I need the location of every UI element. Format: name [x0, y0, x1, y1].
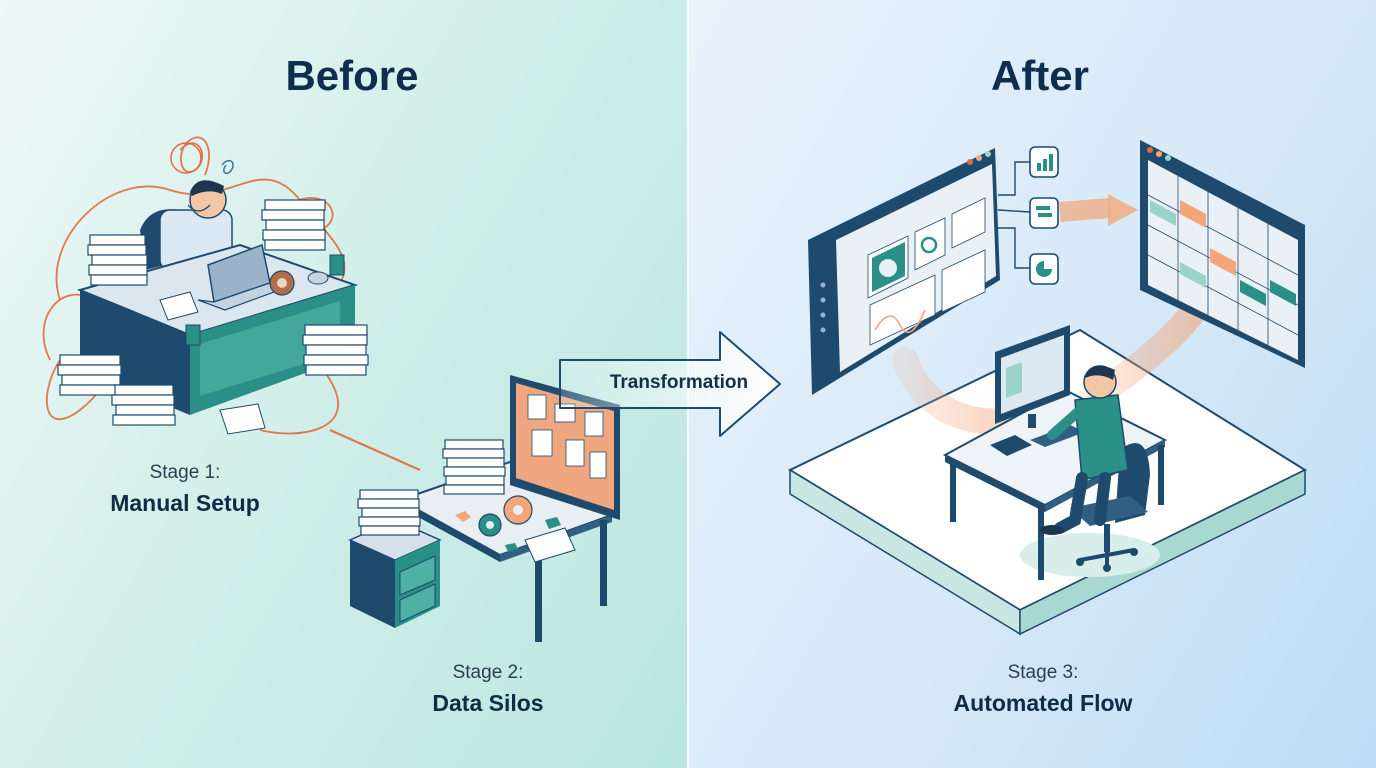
manual-setup-scene	[42, 136, 421, 472]
data-silos-scene	[348, 375, 620, 642]
stage-3-name: Automated Flow	[953, 690, 1133, 716]
stage-1-number: Stage 1:	[149, 462, 221, 483]
transformation-arrow	[559, 331, 781, 437]
after-heading: After	[990, 52, 1089, 99]
stage-1-name: Manual Setup	[110, 490, 260, 516]
paper-stack	[57, 199, 369, 426]
stage-1-label: Stage 1: Manual Setup	[35, 462, 335, 517]
stage-2-name: Data Silos	[432, 690, 544, 716]
before-heading: Before	[285, 52, 419, 99]
transformation-label: Transformation	[609, 372, 749, 393]
stage-2-number: Stage 2:	[452, 662, 524, 683]
automated-flow-scene	[787, 140, 1308, 636]
stage-3-number: Stage 3:	[1007, 662, 1079, 683]
stage-2-label: Stage 2: Data Silos	[338, 662, 638, 717]
stage-3-label: Stage 3: Automated Flow	[893, 662, 1193, 717]
